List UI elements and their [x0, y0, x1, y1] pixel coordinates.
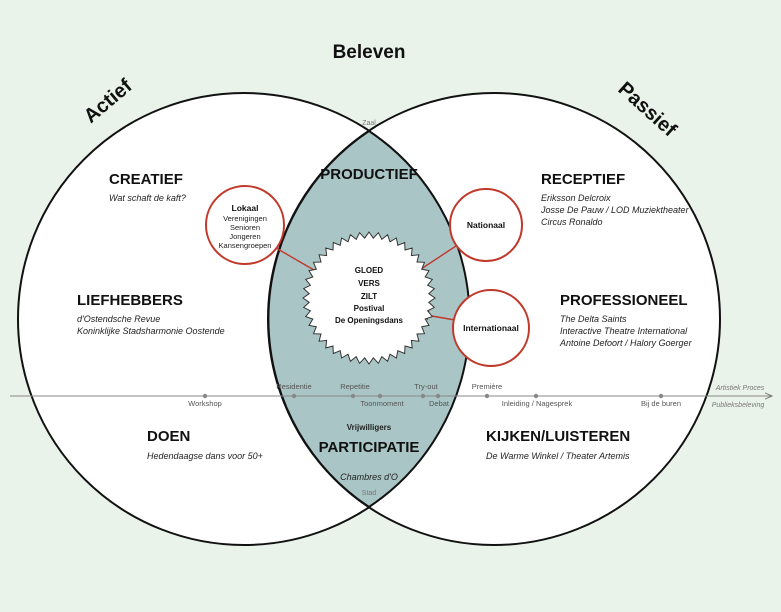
- receptief-line-0: Eriksson Delcroix: [541, 193, 611, 203]
- doen-line-0: Hedendaagse dans voor 50+: [147, 451, 263, 461]
- badge-lokaal-title: Lokaal: [232, 203, 259, 213]
- tick-dot-workshop: [202, 393, 208, 399]
- professioneel-line-0: The Delta Saints: [560, 314, 627, 324]
- chambres-label: Chambres d'O: [340, 472, 398, 482]
- liefhebbers-line-0: d'Ostendsche Revue: [77, 314, 160, 324]
- liefhebbers-line-1: Koninklijke Stadsharmonie Oostende: [77, 326, 225, 336]
- star-line-0: GLOED: [355, 266, 384, 275]
- star-line-4: De Openingsdans: [335, 316, 404, 325]
- badge-internationaal: [452, 289, 530, 367]
- tick-dot-inleiding: [533, 393, 539, 399]
- left-axis-label: Actief: [80, 75, 137, 128]
- kijken-heading: KIJKEN/LUISTEREN: [486, 428, 630, 445]
- axis-end-publiek: Publieksbeleving: [712, 402, 765, 409]
- star-line-1: VERS: [358, 279, 380, 288]
- badge-lokaal: [205, 185, 285, 265]
- doen-heading: DOEN: [147, 428, 190, 445]
- tick-dot-tryout: [420, 393, 426, 399]
- liefhebbers-heading: LIEFHEBBERS: [77, 292, 183, 309]
- vrijwilligers-label: Vrijwilligers: [347, 423, 392, 432]
- professioneel-line-2: Antoine Defoort / Halory Goerger: [559, 338, 693, 348]
- star-line-2: ZILT: [361, 292, 377, 301]
- tick-bijdeburen: Bij de buren: [641, 399, 681, 408]
- tick-dot-bijdeburen: [658, 393, 664, 399]
- tick-toonmoment: Toonmoment: [360, 399, 404, 408]
- tick-dot-toonmoment: [377, 393, 383, 399]
- central-starburst: [302, 231, 436, 365]
- creatief-heading: CREATIEF: [109, 171, 183, 188]
- badge-lokaal-line-2: Jongeren: [229, 232, 260, 241]
- badge-lokaal-line-0: Verenigingen: [223, 214, 267, 223]
- badge-internationaal-label: Internationaal: [463, 323, 519, 333]
- tick-tryout: Try-out: [414, 382, 438, 391]
- tick-inleiding: Inleiding / Nagesprek: [502, 399, 573, 408]
- kijken-line-0: De Warme Winkel / Theater Artemis: [486, 451, 630, 461]
- participatie-heading: PARTICIPATIE: [319, 439, 420, 456]
- badge-lokaal-line-3: Kansengroepen: [219, 241, 272, 250]
- creatief-line-0: Wat schaft de kaft?: [109, 193, 186, 203]
- badge-nationaal: [449, 188, 523, 262]
- tick-dot-residentie: [291, 393, 297, 399]
- diagram-title: Beleven: [333, 42, 406, 63]
- receptief-line-2: Circus Ronaldo: [541, 217, 603, 227]
- tick-dot-repetitie: [350, 393, 356, 399]
- axis-end-artistiek: Artistiek Proces: [715, 385, 765, 392]
- tick-dot-debat: [435, 393, 441, 399]
- tick-premiere: Première: [472, 382, 502, 391]
- top-point-label: Zaal: [362, 120, 376, 127]
- professioneel-heading: PROFESSIONEEL: [560, 292, 688, 309]
- tick-dot-premiere: [484, 393, 490, 399]
- star-line-3: Postival: [354, 304, 385, 313]
- bottom-point-label: Stad: [362, 490, 377, 497]
- receptief-line-1: Josse De Pauw / LOD Muziektheater: [540, 205, 690, 215]
- tick-repetitie: Repetitie: [340, 382, 370, 391]
- badge-lokaal-line-1: Senioren: [230, 223, 260, 232]
- professioneel-line-1: Interactive Theatre International: [560, 326, 688, 336]
- productief-heading: PRODUCTIEF: [320, 166, 418, 183]
- tick-residentie: Residentie: [276, 382, 311, 391]
- badge-nationaal-label: Nationaal: [467, 220, 505, 230]
- receptief-heading: RECEPTIEF: [541, 171, 625, 188]
- tick-workshop: Workshop: [188, 399, 222, 408]
- right-axis-label: Passief: [614, 78, 681, 141]
- tick-debat: Debat: [429, 399, 450, 408]
